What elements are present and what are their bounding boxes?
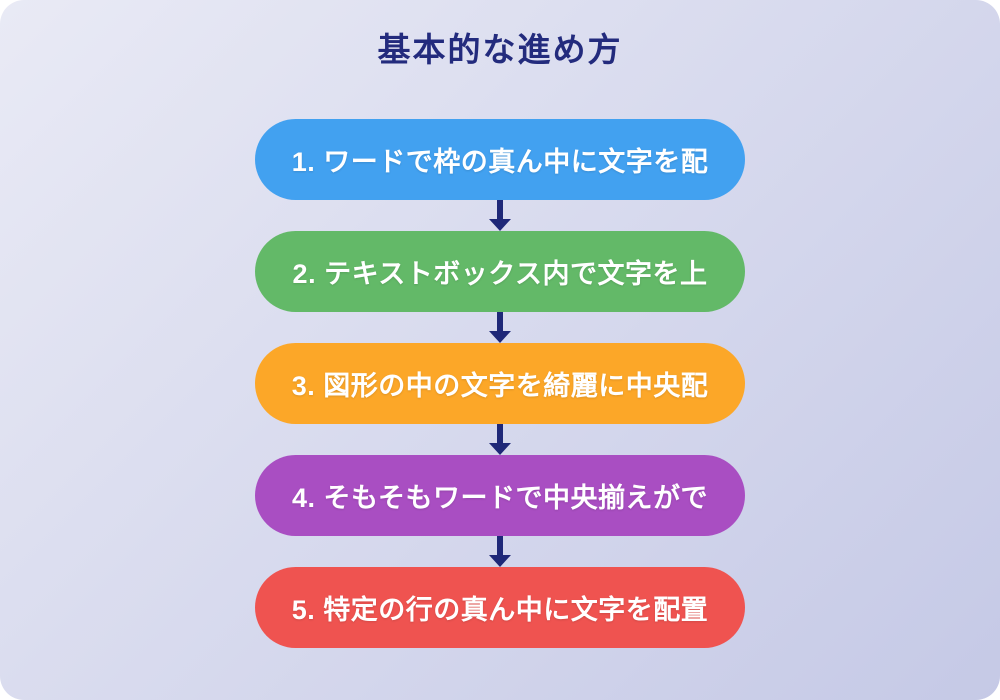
step-5-box: 5. 特定の行の真ん中に文字を配置 — [255, 567, 745, 648]
arrow-down-icon-3 — [488, 424, 512, 455]
diagram-title: 基本的な進め方 — [377, 31, 623, 68]
step-3-label: 3. 図形の中の文字を綺麗に中央配 — [291, 371, 709, 401]
step-4-box: 4. そもそもワードで中央揃えがで — [255, 455, 745, 536]
arrow-down-icon-4 — [488, 536, 512, 567]
flowchart: 1. ワードで枠の真ん中に文字を配 2. テキストボックス内で文字を上 3. 図… — [0, 119, 1000, 648]
step-2-box: 2. テキストボックス内で文字を上 — [255, 231, 745, 312]
step-4-label: 4. そもそもワードで中央揃えがで — [292, 483, 708, 513]
step-1-label: 1. ワードで枠の真ん中に文字を配 — [291, 147, 709, 177]
step-1-box: 1. ワードで枠の真ん中に文字を配 — [255, 119, 745, 200]
step-3-box: 3. 図形の中の文字を綺麗に中央配 — [255, 343, 745, 424]
step-2-label: 2. テキストボックス内で文字を上 — [292, 259, 708, 289]
step-5-label: 5. 特定の行の真ん中に文字を配置 — [291, 595, 709, 625]
arrow-down-icon-2 — [488, 312, 512, 343]
arrow-down-icon-1 — [488, 200, 512, 231]
